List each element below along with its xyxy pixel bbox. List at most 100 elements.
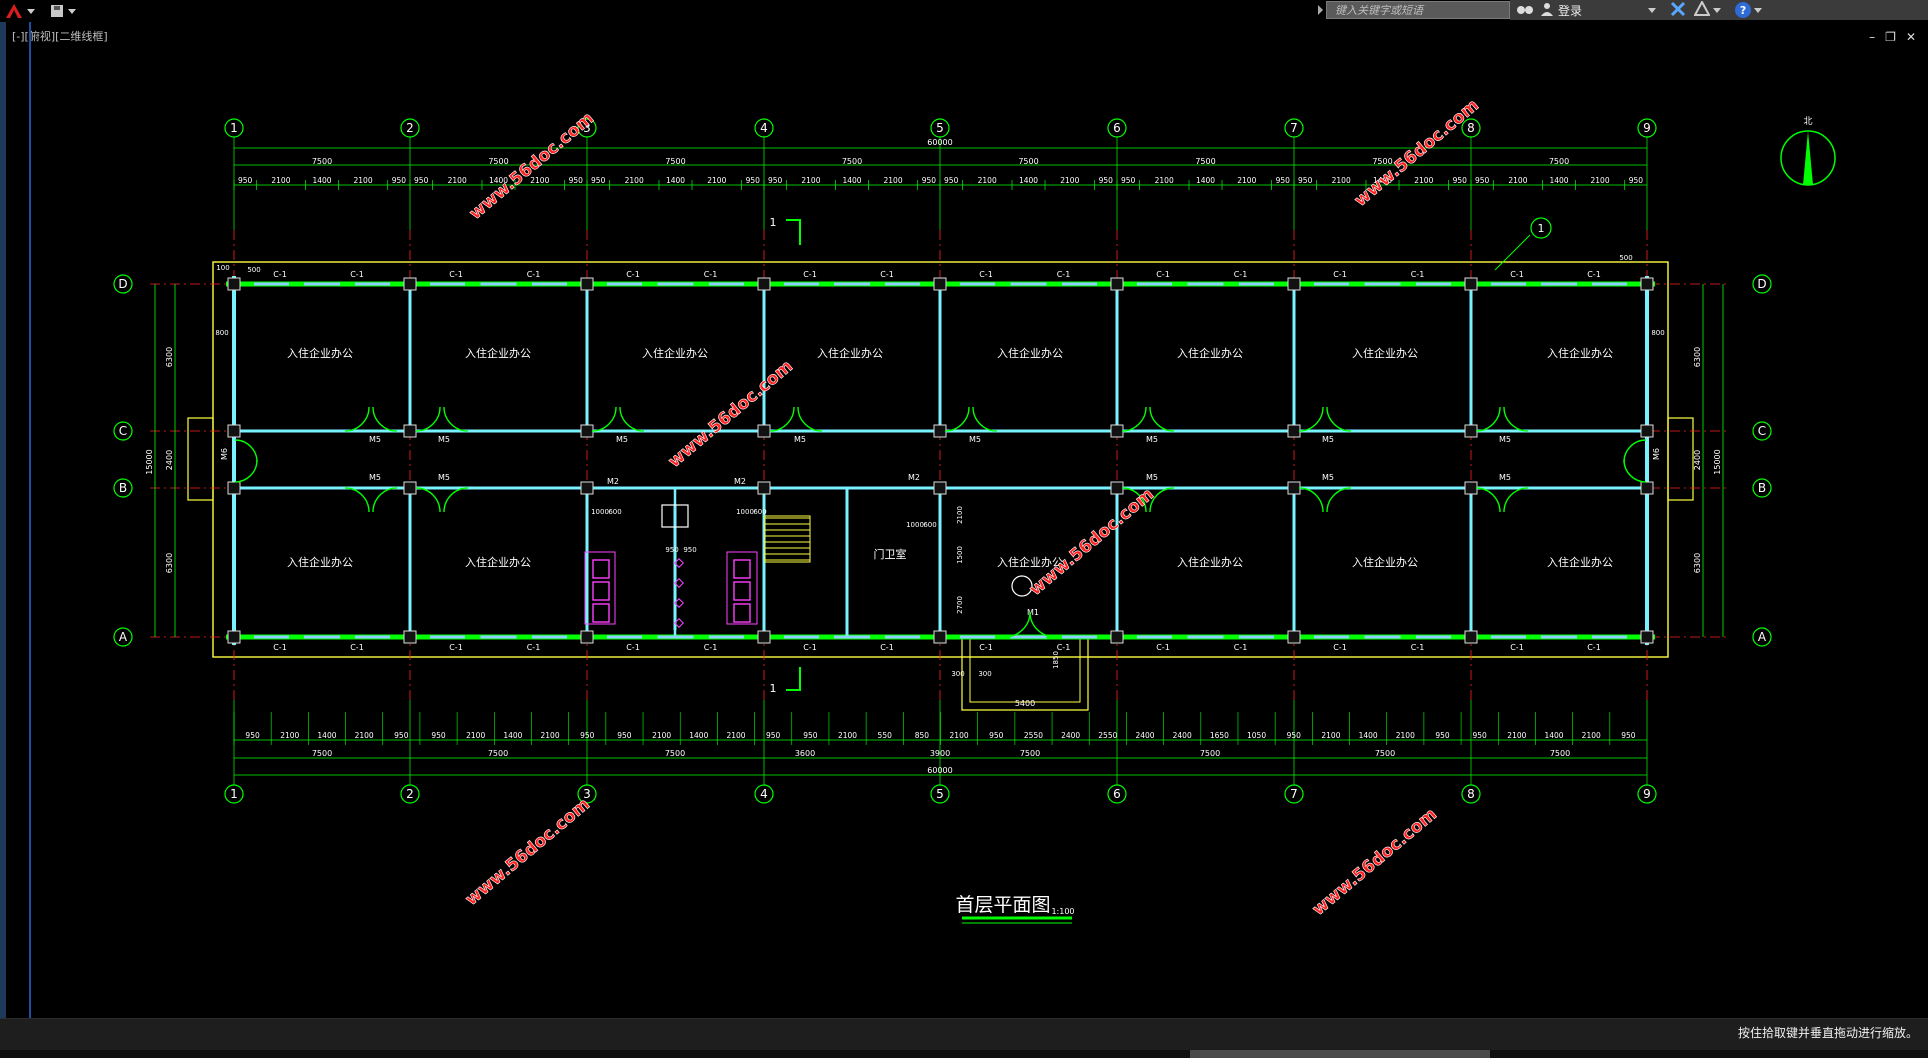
column	[227, 630, 241, 644]
door-swing	[1475, 406, 1501, 432]
dim-misc: 100	[216, 264, 229, 272]
dim-sub-top: 950	[1276, 176, 1291, 185]
door-tag-m2: M2	[607, 477, 619, 486]
dim-sub-top: 2100	[1060, 176, 1079, 185]
dim-misc: 300	[951, 670, 964, 678]
axis-bubble-right-label: C	[1758, 424, 1766, 438]
dim-total-left: 15000	[145, 449, 154, 474]
room-label: 入住企业办公	[465, 346, 531, 360]
axis-bubble-left-label: B	[119, 481, 127, 495]
door-tag: M5	[1322, 435, 1334, 444]
dim-misc: 1000	[906, 521, 924, 529]
dim-bay-bottom: 7500	[1200, 749, 1220, 758]
dim-bay-bottom: 7500	[488, 749, 508, 758]
door-tag: M5	[1322, 473, 1334, 482]
dim-bay-left: 6300	[165, 553, 174, 573]
window-tag-south: C-1	[880, 643, 894, 652]
column	[403, 481, 417, 495]
dim-sub-top: 2100	[978, 176, 997, 185]
binoculars-icon[interactable]	[1516, 2, 1534, 19]
room-label: 入住企业办公	[1177, 555, 1243, 569]
search-input[interactable]: 键入关键字或短语	[1326, 1, 1510, 19]
dim-bay-top: 7500	[1018, 157, 1038, 166]
door-swing	[1503, 487, 1529, 513]
search-collapse-arrow-icon[interactable]	[1318, 5, 1323, 15]
status-message: 按住拾取键并垂直拖动进行缩放。	[1737, 1026, 1918, 1040]
dim-sub-bottom: 2100	[541, 731, 560, 740]
toilet-fixture	[733, 581, 751, 601]
toilet-fixture	[592, 559, 610, 579]
viewport-controls-label[interactable]: [-][俯视][二维线框]	[12, 30, 108, 43]
dim-sub-bottom: 2100	[280, 731, 299, 740]
dim-sub-bottom: 950	[1435, 731, 1450, 740]
floor-drain	[674, 558, 684, 568]
quick-access-toolbar	[2, 0, 78, 22]
drawing-window-controls: – ❐ ✕	[1869, 30, 1916, 44]
axis-bubble-top-label: 9	[1643, 121, 1651, 135]
dim-sub-top: 1400	[312, 176, 331, 185]
horizontal-scrollbar[interactable]	[1190, 1050, 1490, 1058]
dim-misc: 600	[753, 508, 766, 516]
dim-sub-top: 2100	[1332, 176, 1351, 185]
dim-sub-top: 950	[569, 176, 584, 185]
drawing-title: 首层平面图	[955, 894, 1050, 916]
watermark-text: www.56doc.com	[665, 356, 797, 472]
column	[1464, 277, 1478, 291]
window-tag-south: C-1	[1587, 643, 1601, 652]
door-tag-m2: M2	[908, 473, 920, 482]
floor-drain	[674, 618, 684, 628]
room-label: 入住企业办公	[642, 346, 708, 360]
dim-bay-bottom: 3600	[795, 749, 815, 758]
close-button[interactable]: ✕	[1905, 30, 1916, 44]
minimize-button[interactable]: –	[1869, 30, 1876, 44]
dim-misc: 500	[247, 266, 260, 274]
door-swing	[769, 406, 795, 432]
sink-icon	[661, 504, 689, 528]
axis-bubble-left	[113, 274, 133, 294]
window-tag-south: C-1	[626, 643, 640, 652]
restore-button[interactable]: ❐	[1885, 30, 1896, 44]
door-swing	[415, 406, 441, 432]
connect-dropdown-icon[interactable]	[1713, 7, 1722, 13]
help-dropdown-icon[interactable]	[1754, 7, 1763, 13]
window-tag-north: C-1	[880, 270, 894, 279]
dim-sub-bottom: 1400	[1544, 731, 1563, 740]
window-tag-north: C-1	[1510, 270, 1524, 279]
door-tag: M5	[1146, 473, 1158, 482]
axis-bubble-right	[1752, 627, 1772, 647]
dim-sub-bottom: 2400	[1135, 731, 1154, 740]
dim-misc: 600	[923, 521, 936, 529]
toilet-stalls	[584, 551, 616, 625]
watermark-text: www.56doc.com	[1026, 484, 1158, 600]
axis-bubble-right-label: D	[1757, 277, 1766, 291]
door-swing	[443, 487, 469, 513]
window-tag-north: C-1	[979, 270, 993, 279]
login-dropdown-icon[interactable]	[1648, 7, 1657, 13]
help-icon[interactable]: ?	[1735, 2, 1752, 18]
door-swing	[1121, 487, 1147, 513]
window-tag-south: C-1	[449, 643, 463, 652]
dim-bay-bottom: 3900	[930, 749, 950, 758]
dim-sub-bottom: 2400	[1173, 731, 1192, 740]
dim-misc: 950	[665, 546, 678, 554]
dim-sub-top: 1400	[842, 176, 861, 185]
dim-sub-bottom: 2550	[1098, 731, 1117, 740]
axis-bubble-right-label: B	[1758, 481, 1766, 495]
door-tag: M5	[794, 435, 806, 444]
door-tag-m2: M2	[734, 477, 746, 486]
login-button[interactable]: 登录	[1558, 3, 1583, 18]
door-swing	[1503, 406, 1529, 432]
dim-sub-bottom: 2100	[466, 731, 485, 740]
user-icon	[1540, 2, 1554, 19]
application-menu-button[interactable]	[2, 1, 37, 21]
exchange-apps-icon[interactable]	[1670, 1, 1686, 20]
dim-sub-top: 950	[1121, 176, 1136, 185]
column	[933, 277, 947, 291]
dim-sub-bottom: 950	[766, 731, 781, 740]
drawing-scale: 1:100	[1051, 907, 1074, 916]
dim-sub-bottom: 950	[431, 731, 446, 740]
save-button[interactable]	[47, 1, 78, 21]
dim-sub-bottom: 950	[245, 731, 260, 740]
connect-icon[interactable]	[1693, 0, 1711, 20]
